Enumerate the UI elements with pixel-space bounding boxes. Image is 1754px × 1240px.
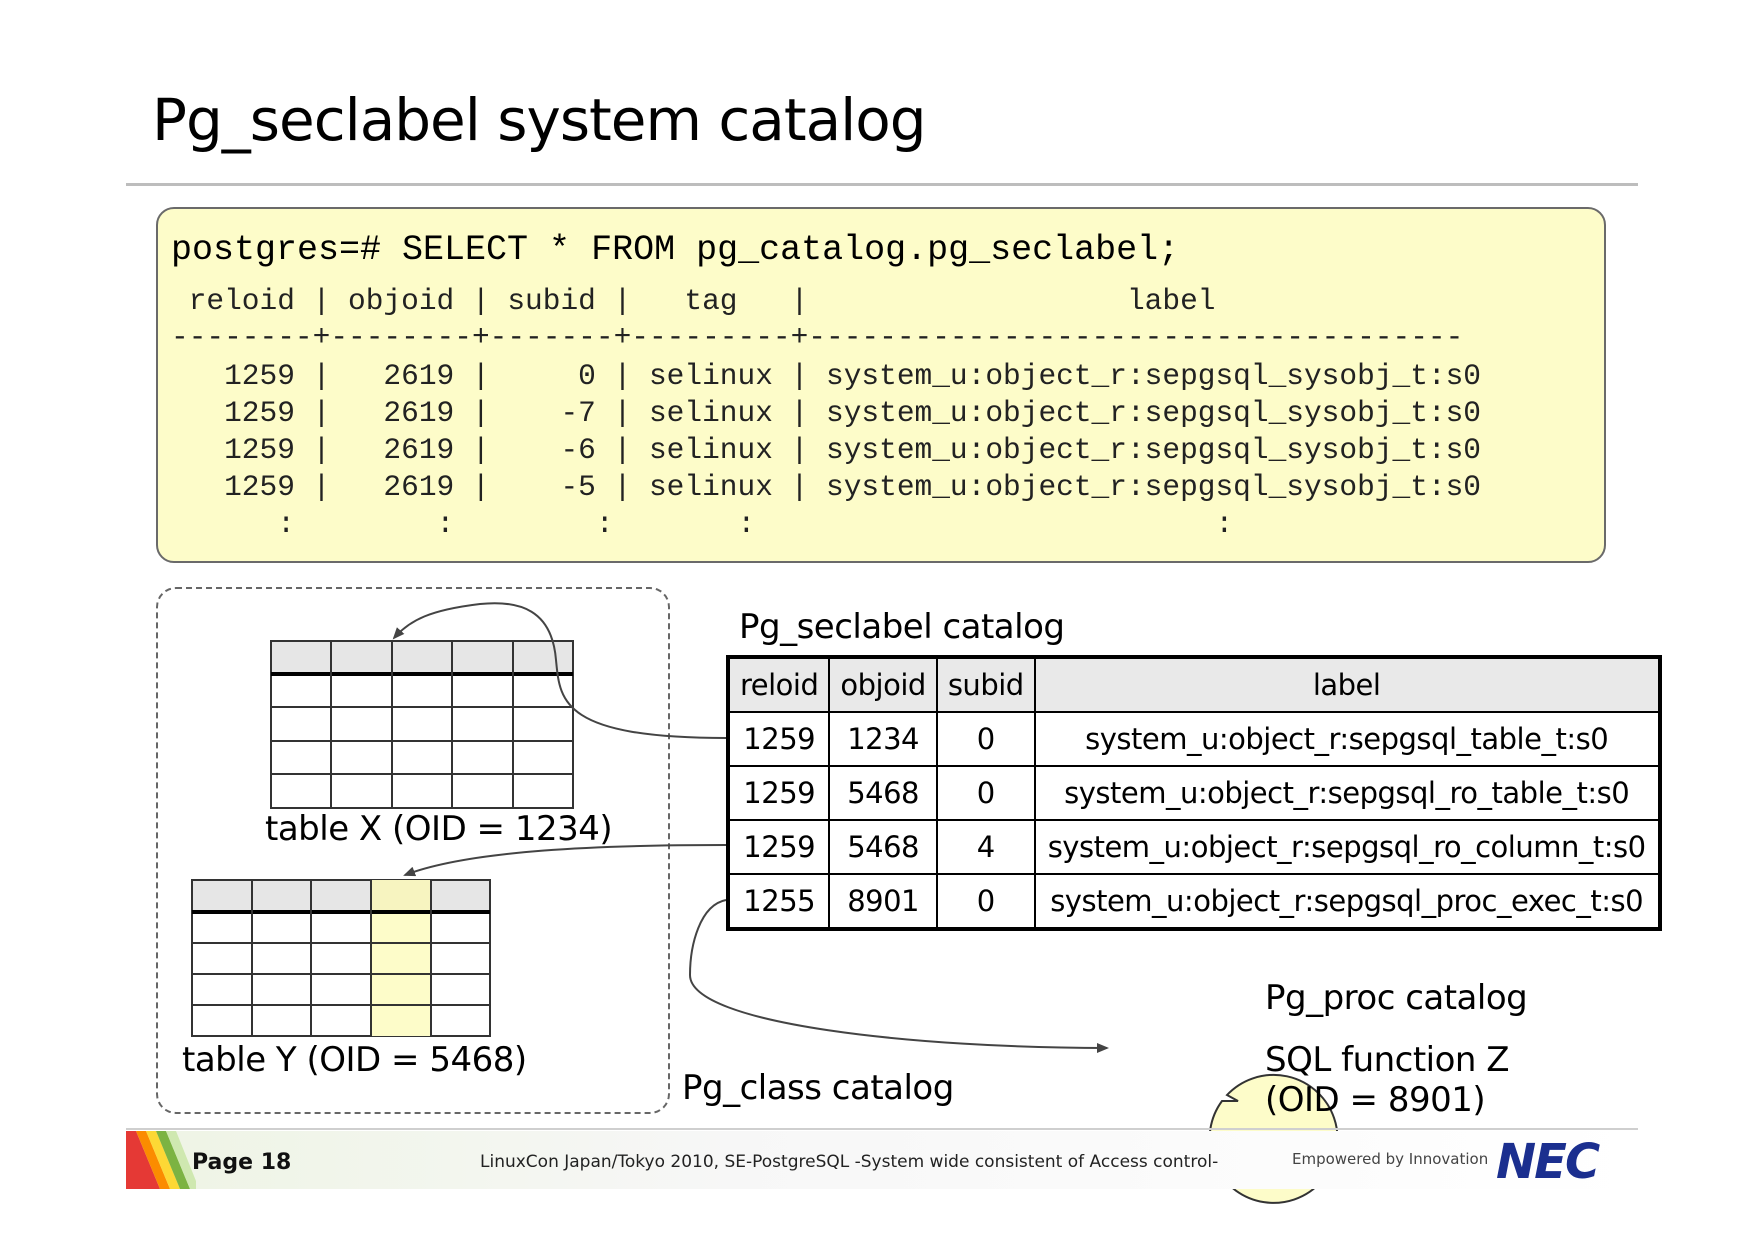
cell-subid: 4: [935, 819, 1036, 875]
footer-tagline: Empowered by Innovation: [1292, 1150, 1489, 1168]
column-header-objoid: objoid: [828, 656, 938, 713]
cell-reloid: 1259: [726, 819, 831, 875]
footer-band: [126, 1131, 1638, 1189]
sql-result-row: 1259 | 2619 | -5 | selinux | system_u:ob…: [171, 470, 1482, 504]
sql-result-separator: --------+--------+-------+---------+----…: [171, 320, 1464, 354]
cell-objoid: 5468: [828, 765, 938, 821]
table-row: 1259 1234 0 system_u:object_r:sepgsql_ta…: [726, 711, 1661, 767]
table-header-row: reloid objoid subid label: [726, 656, 1661, 713]
footer-divider: [126, 1128, 1638, 1130]
cell-subid: 0: [935, 711, 1036, 767]
cell-subid: 0: [935, 765, 1036, 821]
slide-title: Pg_seclabel system catalog: [152, 86, 927, 154]
cell-label: system_u:object_r:sepgsql_ro_column_t:s0: [1033, 819, 1661, 875]
sql-function-oid: (OID = 8901): [1265, 1080, 1486, 1120]
sql-result-row: 1259 | 2619 | 0 | selinux | system_u:obj…: [171, 359, 1482, 393]
seclabel-catalog-table: reloid objoid subid label 1259 1234 0 sy…: [726, 655, 1662, 931]
sql-result-ellipsis-row: : : : : :: [171, 507, 1234, 541]
cell-reloid: 1255: [726, 873, 831, 930]
cell-objoid: 1234: [828, 711, 938, 767]
seclabel-catalog-title: Pg_seclabel catalog: [739, 607, 1065, 647]
sql-result-row: 1259 | 2619 | -6 | selinux | system_u:ob…: [171, 433, 1482, 467]
column-header-label: label: [1033, 656, 1661, 713]
column-header-reloid: reloid: [726, 656, 831, 713]
table-row: 1259 5468 4 system_u:object_r:sepgsql_ro…: [726, 819, 1661, 875]
pg-class-catalog-label: Pg_class catalog: [682, 1068, 954, 1108]
table-x-grid: [270, 640, 574, 809]
cell-objoid: 8901: [828, 873, 938, 930]
arrow-to-table-x: [392, 602, 727, 739]
footer-text: LinuxCon Japan/Tokyo 2010, SE-PostgreSQL…: [480, 1152, 1219, 1172]
arrow-to-sql-function: [688, 899, 1109, 1053]
table-y-label: table Y (OID = 5468): [182, 1040, 527, 1080]
page-number: Page 18: [192, 1150, 292, 1175]
cell-reloid: 1259: [726, 711, 831, 767]
table-row: 1255 8901 0 system_u:object_r:sepgsql_pr…: [726, 873, 1661, 930]
cell-label: system_u:object_r:sepgsql_ro_table_t:s0: [1033, 765, 1661, 821]
cell-label: system_u:object_r:sepgsql_proc_exec_t:s0: [1033, 873, 1661, 930]
cell-subid: 0: [935, 873, 1036, 930]
table-row: 1259 5468 0 system_u:object_r:sepgsql_ro…: [726, 765, 1661, 821]
arrow-to-table-y: [403, 844, 727, 877]
title-divider: [126, 183, 1638, 186]
sql-result-header: reloid | objoid | subid | tag | label: [171, 284, 1216, 318]
column-header-subid: subid: [935, 656, 1036, 713]
cell-objoid: 5468: [828, 819, 938, 875]
pg-proc-catalog-title: Pg_proc catalog: [1265, 978, 1528, 1018]
cell-label: system_u:object_r:sepgsql_table_t:s0: [1033, 711, 1661, 767]
table-y-grid: [191, 879, 491, 1037]
sql-output-box: [156, 207, 1606, 563]
sql-command: postgres=# SELECT * FROM pg_catalog.pg_s…: [171, 230, 1180, 270]
sql-function-name: SQL function Z: [1265, 1040, 1510, 1080]
table-x-label: table X (OID = 1234): [265, 809, 613, 849]
sql-result-row: 1259 | 2619 | -7 | selinux | system_u:ob…: [171, 396, 1482, 430]
cell-reloid: 1259: [726, 765, 831, 821]
pg-class-catalog-box: [156, 587, 670, 1114]
footer-stripe-decoration: [126, 1131, 196, 1189]
nec-logo: NEC: [1496, 1134, 1600, 1190]
